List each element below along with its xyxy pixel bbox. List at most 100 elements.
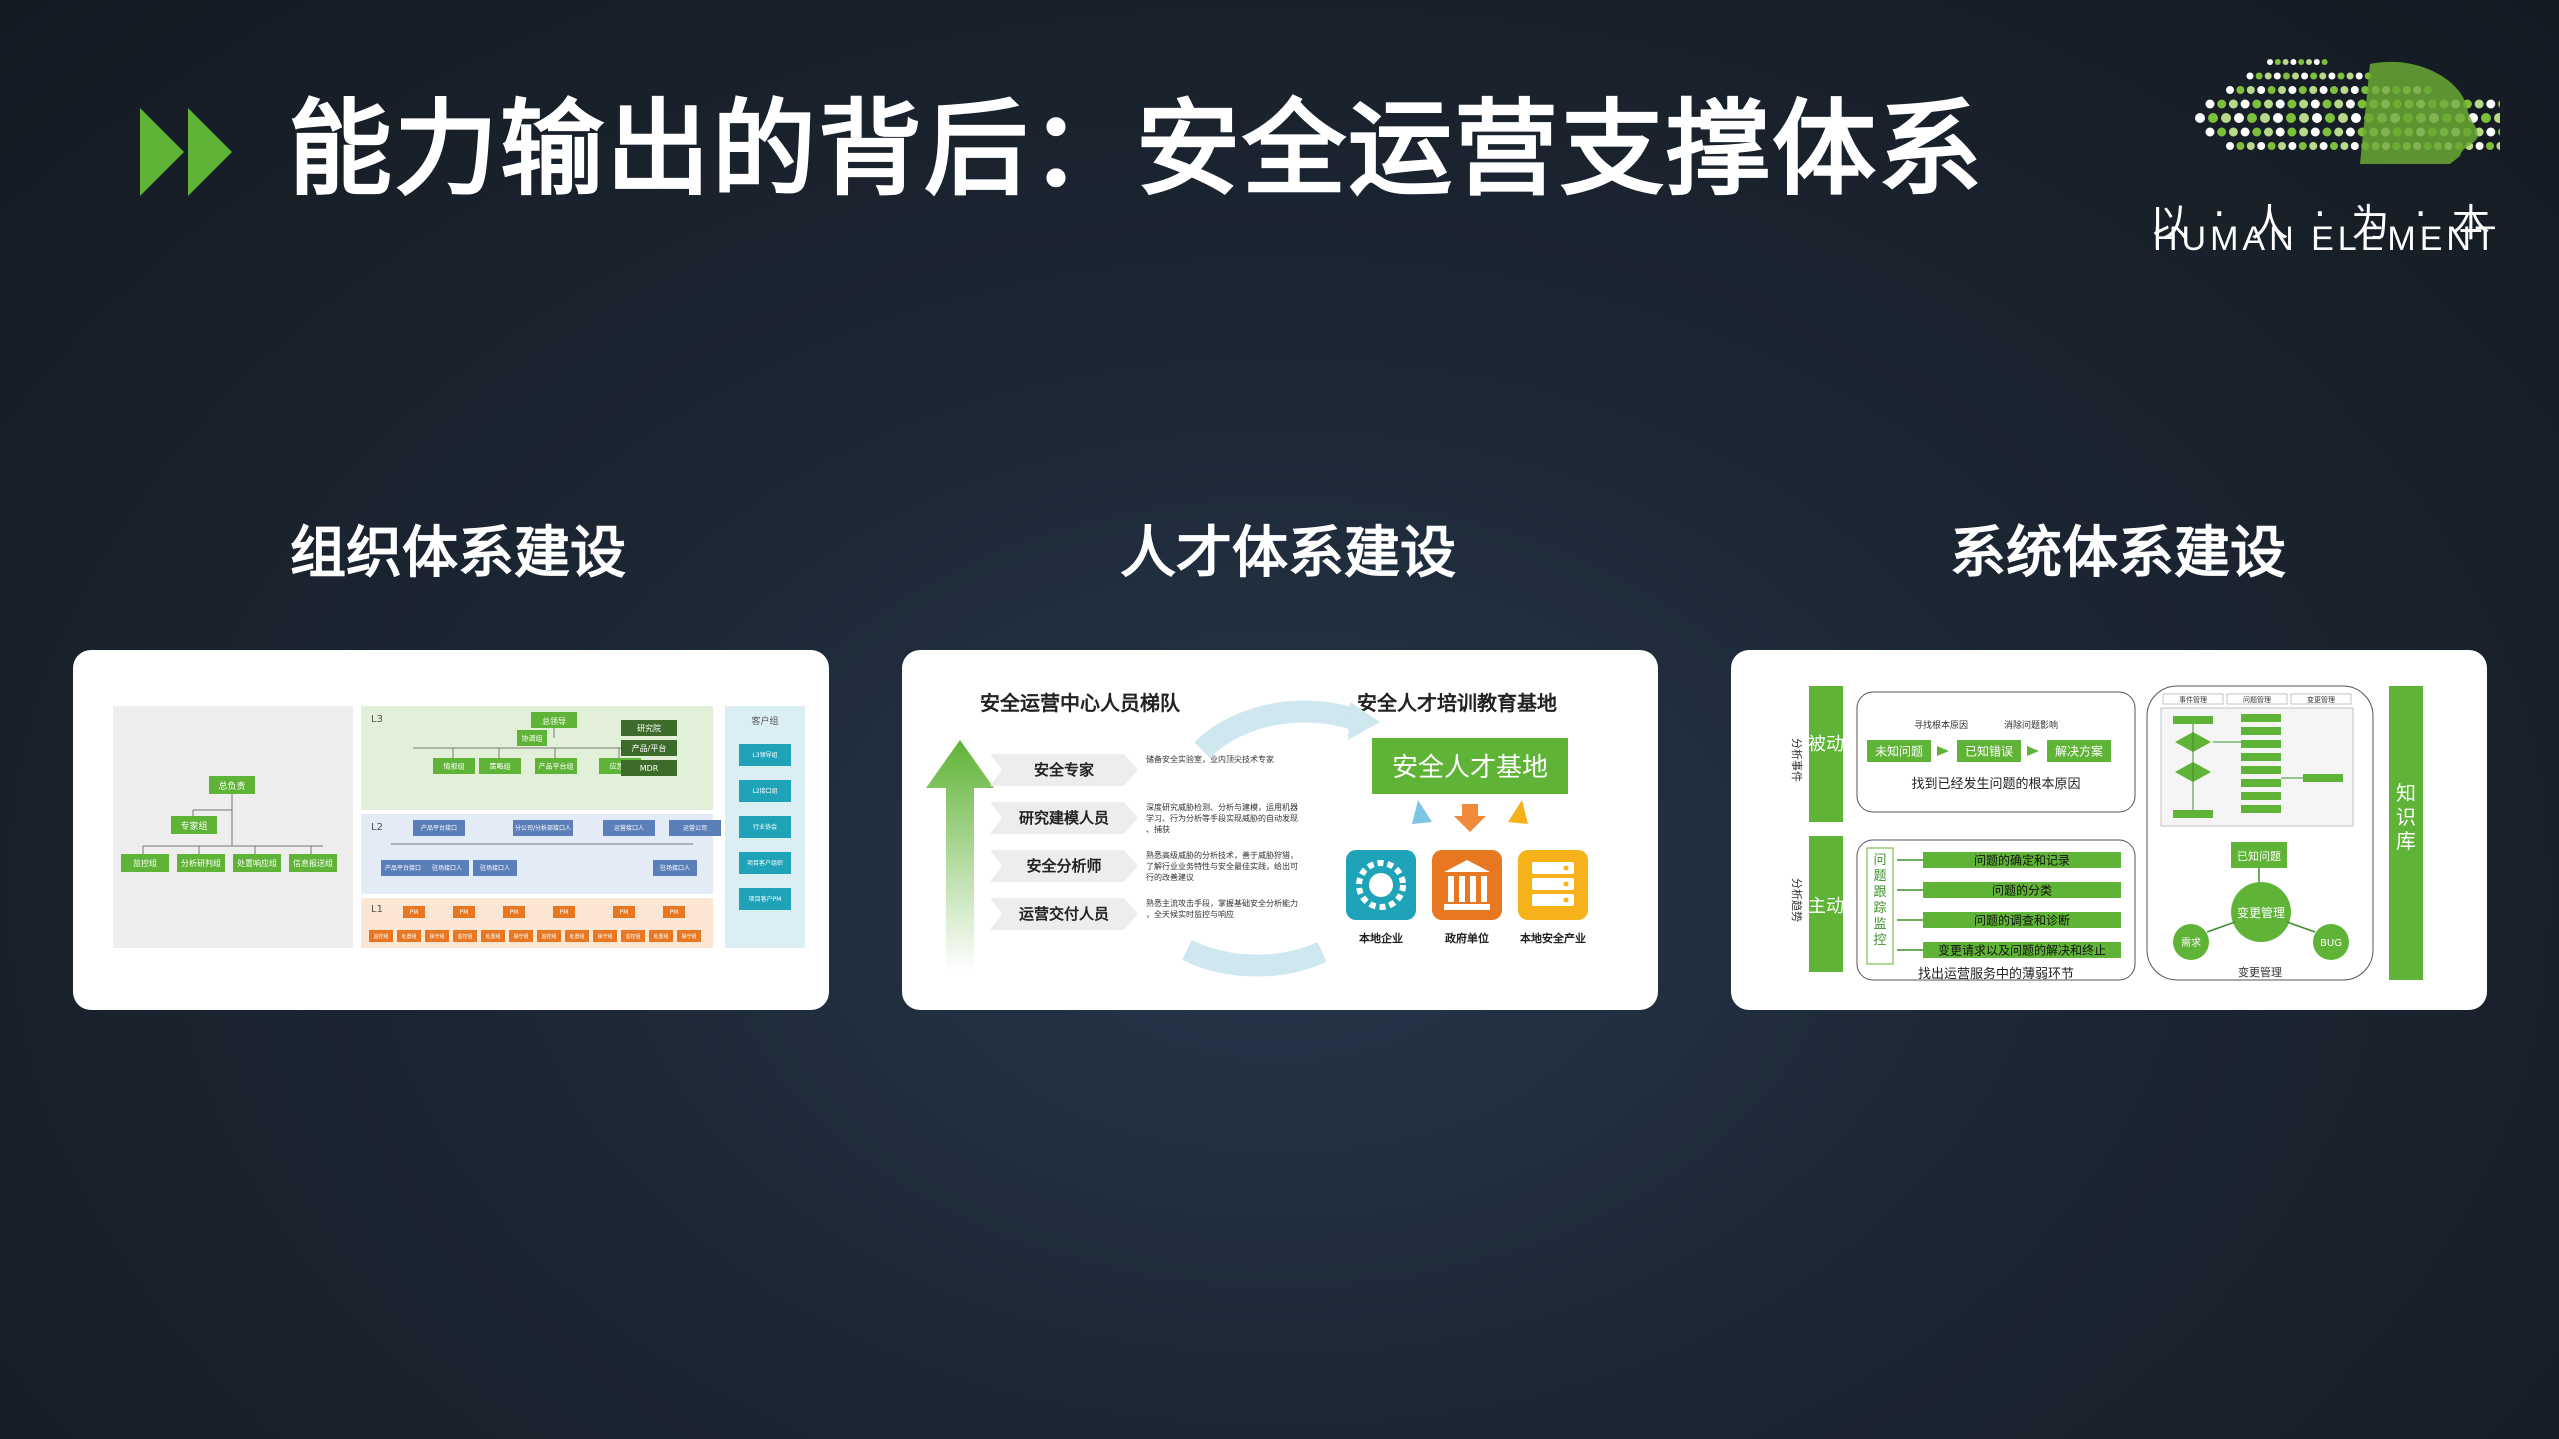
l1-team-4: 处置组 bbox=[485, 933, 500, 940]
role-desc-2-line-1: 了解行业业务特性与安全最佳实践，给出可 bbox=[1146, 861, 1298, 871]
server-led bbox=[1563, 897, 1569, 903]
l3-box-2-box bbox=[479, 758, 521, 774]
l1-pm-2: PM bbox=[510, 909, 519, 916]
logo-dot bbox=[2313, 59, 2320, 65]
base-title: 安全人才培训教育基地 bbox=[1357, 691, 1557, 715]
flow-header-box bbox=[2226, 693, 2288, 705]
flow-header-0: 事件管理 bbox=[2179, 695, 2207, 704]
logo-dot bbox=[2355, 72, 2363, 80]
l1-team-0-box bbox=[369, 930, 393, 942]
logo-dot bbox=[2310, 127, 2320, 137]
track-item-1: 问题的分类 bbox=[1992, 882, 2052, 897]
l3-box-0: 协调组 bbox=[522, 734, 543, 743]
l1-team-1: 处置组 bbox=[401, 933, 416, 940]
left-group-0: 监控组 bbox=[133, 858, 157, 868]
logo-dot bbox=[2264, 72, 2272, 80]
talent-base-box: 安全人才基地 bbox=[1392, 753, 1548, 783]
change-mgmt-caption: 变更管理 bbox=[2238, 965, 2282, 979]
logo-dot bbox=[2309, 86, 2318, 94]
logo-dot bbox=[2351, 113, 2361, 123]
bug-circle: BUG bbox=[2320, 938, 2342, 949]
passive-caption-1: 寻找根本原因 bbox=[1914, 719, 1968, 731]
l1-team-7-box bbox=[565, 930, 589, 942]
l1-team-10-box bbox=[649, 930, 673, 942]
l2-box-1: 分公司/分析部接口人 bbox=[515, 824, 571, 832]
left-group-3: 信息报送组 bbox=[293, 858, 333, 868]
role-ribbon bbox=[990, 850, 1138, 882]
logo-dot bbox=[2345, 127, 2355, 137]
logo-dot bbox=[2236, 142, 2245, 150]
flow-header-box bbox=[2162, 693, 2224, 705]
l1-team-0: 监控组 bbox=[373, 933, 388, 940]
talent-system-diagram: 安全运营中心人员梯队 安全人才培训教育基地 安全专家储备安全实验室，业内顶尖技术… bbox=[926, 691, 1588, 977]
logo-dot bbox=[2278, 142, 2286, 150]
track-char: 跟 bbox=[1873, 885, 1886, 900]
logo-dot bbox=[2267, 142, 2276, 150]
left-group-2-box bbox=[233, 854, 281, 872]
org-structure-card: L3 L2 L1 总负责 专家组 监控组分析研判组处置响应组信息报送组 总领导 … bbox=[73, 650, 829, 1010]
logo-chinese: 以 · 人 · 为 · 本 bbox=[2150, 192, 2490, 245]
logo-dot bbox=[2292, 72, 2299, 80]
l3-box-3-box bbox=[535, 758, 577, 774]
system-build-diagram: 分析事件 被动 分析趋势 主动 寻找根本原因 消除问题影响 未知问题已知错误解决… bbox=[1790, 685, 2423, 982]
roof bbox=[1444, 860, 1490, 872]
logo-dot bbox=[2252, 99, 2262, 109]
server-slot bbox=[1532, 862, 1574, 874]
logo-dot bbox=[2346, 72, 2354, 80]
l2-box-2-box bbox=[603, 820, 655, 836]
l3-box-2: 策略组 bbox=[490, 762, 511, 771]
logo-dot bbox=[2330, 142, 2338, 150]
flow-step bbox=[2241, 766, 2281, 774]
track-item-3-box bbox=[1923, 942, 2121, 958]
passive-step-0: 未知问题 bbox=[1875, 744, 1923, 758]
passive-step-1: 已知错误 bbox=[1965, 744, 2013, 758]
l3-right-2-box bbox=[621, 760, 677, 776]
logo-dot bbox=[2246, 72, 2254, 80]
role-desc-1-line-2: 、捕获 bbox=[1146, 824, 1170, 834]
track-char: 踪 bbox=[1873, 901, 1886, 916]
l3-box-0-box bbox=[517, 730, 547, 746]
l2-row2-1: 驻场接口人 bbox=[432, 864, 462, 872]
l1-pm-4: PM bbox=[620, 909, 629, 916]
l2-box-0: 产品平台接口 bbox=[421, 824, 457, 832]
active-label: 主动 bbox=[1808, 896, 1844, 917]
org-column-title: 组织体系建设 bbox=[290, 521, 626, 586]
logo-dot bbox=[2274, 59, 2281, 65]
logo-dot bbox=[2322, 127, 2332, 137]
flow-step bbox=[2241, 714, 2281, 722]
logo-dot bbox=[2273, 113, 2283, 123]
government-building-icon bbox=[1432, 850, 1502, 920]
role-desc-2-line-2: 行的改善建议 bbox=[1146, 872, 1194, 882]
logo-dot bbox=[2217, 99, 2227, 109]
l2-row2-0: 产品平台接口 bbox=[385, 864, 421, 872]
customer-item-4: 项目客户PM bbox=[749, 895, 782, 903]
logo-dot bbox=[2310, 99, 2320, 109]
l1-team-6: 监控组 bbox=[541, 933, 556, 940]
talent-column-title: 人才体系建设 bbox=[1120, 521, 1456, 586]
logo-dot bbox=[2338, 113, 2348, 123]
role-name-0: 安全专家 bbox=[1034, 761, 1094, 779]
logo-dot bbox=[2486, 142, 2494, 150]
logo-dot bbox=[2299, 127, 2309, 137]
l1-team-2: 操守组 bbox=[429, 933, 444, 940]
logo-dot bbox=[2226, 142, 2234, 150]
role-desc-1-line-0: 深度研究威胁检测、分析与建模，运用机器 bbox=[1146, 802, 1298, 812]
track-item-0-box bbox=[1923, 852, 2121, 868]
logo-dot bbox=[2301, 72, 2309, 80]
role-ribbon bbox=[990, 898, 1138, 930]
passive-step-1-box bbox=[1957, 740, 2021, 762]
role-desc-0-line-0: 储备安全实验室，业内顶尖技术专家 bbox=[1146, 754, 1274, 764]
l1-team-9-box bbox=[621, 930, 645, 942]
human-head-dots-logo bbox=[2195, 59, 2500, 164]
kb-char: 库 bbox=[2396, 829, 2416, 853]
track-item-2-box bbox=[1923, 912, 2121, 928]
left-group-2: 处置响应组 bbox=[237, 858, 277, 868]
logo-dot bbox=[2298, 59, 2305, 65]
l1-pm-3: PM bbox=[560, 909, 569, 916]
logo-dot bbox=[2246, 142, 2255, 150]
l2-row2-3: 驻场接口人 bbox=[660, 864, 690, 872]
base bbox=[1444, 904, 1490, 910]
step-arrow bbox=[2027, 746, 2039, 756]
logo-dot bbox=[2217, 127, 2227, 137]
role-desc-3-line-0: 熟悉主流攻击手段，掌握基础安全分析能力 bbox=[1146, 898, 1298, 908]
